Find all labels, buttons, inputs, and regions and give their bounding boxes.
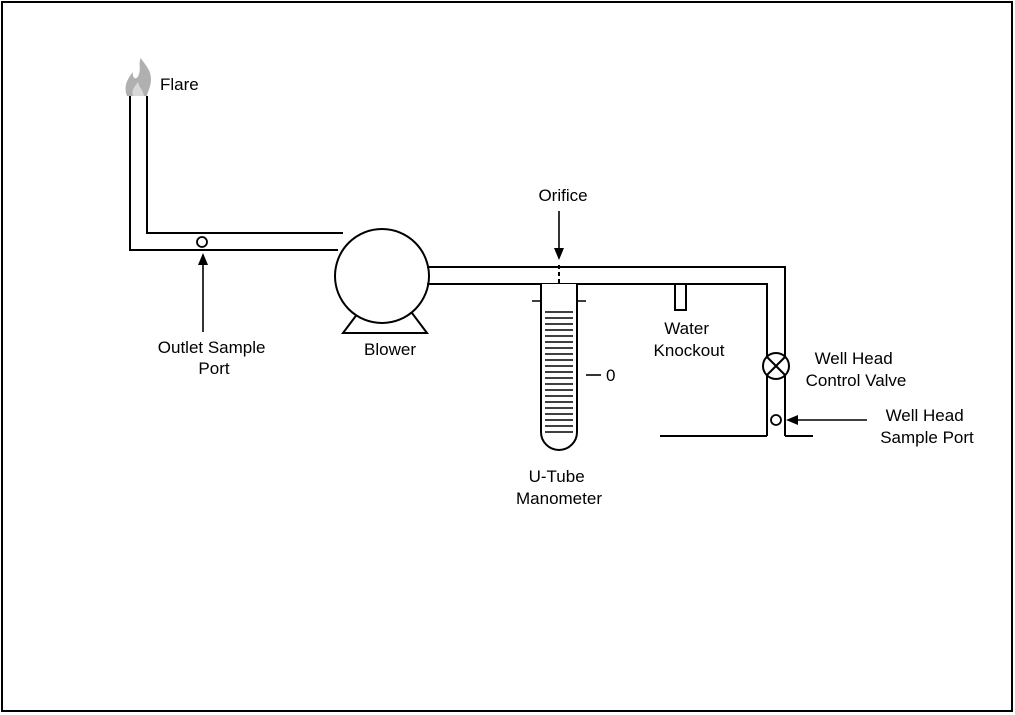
well-head-sample-port-label: Well Head Sample Port: [880, 406, 974, 447]
outlet-sample-port-arrow: [198, 253, 208, 332]
manometer-scale: [545, 311, 573, 433]
water-knockout-label: Water Knockout: [654, 319, 725, 360]
orifice-arrow: [554, 211, 564, 260]
flame-icon: [125, 58, 151, 96]
flare-label: Flare: [160, 75, 199, 94]
orifice-label: Orifice: [538, 186, 587, 205]
well-head-sample-port-circle: [770, 414, 782, 426]
valve-icon: [762, 352, 790, 380]
well-head-sample-port-arrow: [786, 415, 867, 425]
blower-symbol: [334, 228, 430, 334]
blower-label: Blower: [364, 340, 416, 359]
water-knockout-sump: [674, 284, 687, 311]
u-tube-manometer-label: U-Tube Manometer: [516, 467, 602, 508]
well-head-control-valve-label: Well Head Control Valve: [806, 349, 907, 390]
flare-stack-pipe: [129, 96, 343, 251]
u-tube-manometer: [532, 284, 601, 451]
outlet-sample-port-label: Outlet Sample Port: [158, 338, 270, 378]
outlet-sample-port-circle: [196, 236, 208, 248]
manometer-zero-label: 0: [606, 366, 615, 385]
